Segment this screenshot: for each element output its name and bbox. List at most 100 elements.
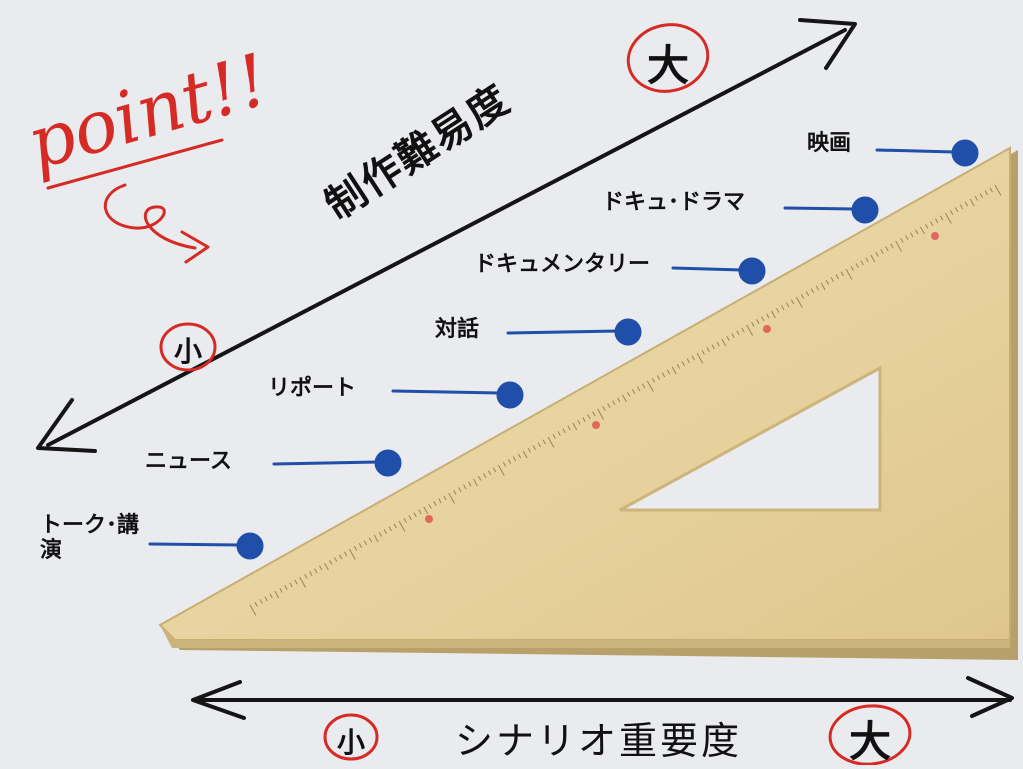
marker-documentary [738, 257, 766, 285]
ruler-tick [438, 498, 442, 504]
ruler-tick [641, 383, 646, 389]
ruler-tick [865, 257, 869, 263]
ruler-tick [299, 576, 306, 588]
ruler-tick [900, 237, 904, 243]
ruler-tick [473, 478, 478, 487]
ruler-ticks [249, 184, 1002, 616]
genre-label-dialogue: 対話 [435, 317, 480, 342]
ruler-tick [254, 601, 258, 607]
scenario-high-label: 大 [848, 717, 891, 766]
ruler-tick [507, 459, 512, 465]
ruler-tick [746, 324, 753, 336]
ruler-tick [845, 268, 853, 280]
marker-movie [951, 139, 979, 167]
ruler-tick [264, 596, 268, 602]
ruler-tick [974, 195, 979, 201]
ruler-tick [403, 517, 407, 523]
ruler-dot [931, 232, 939, 240]
difficulty-low-label: 小 [173, 335, 202, 368]
ruler-tick [602, 405, 606, 411]
ruler-tick [751, 321, 755, 327]
ruler-tick [910, 232, 914, 238]
ruler-tick [721, 338, 727, 347]
ruler-tick [959, 204, 964, 210]
ruler-tick [870, 254, 876, 263]
ruler-tick [378, 531, 383, 537]
ruler-tick [954, 207, 959, 213]
ruler-tick [726, 335, 730, 341]
ruler-tick [587, 414, 591, 420]
ruler-tick [463, 484, 467, 490]
leader-line-dialogue [506, 329, 620, 335]
ruler-tick [964, 201, 969, 207]
ruler-tick [428, 503, 432, 509]
ruler-tick [502, 461, 507, 467]
leader-line-docudrama [783, 206, 857, 211]
ruler-tick [383, 529, 387, 535]
ruler-tick [785, 302, 790, 308]
ruler-tick [413, 512, 417, 518]
red-swirl-arrow-icon [103, 183, 197, 250]
ruler-tick [517, 453, 522, 459]
ruler-tick [676, 363, 681, 369]
difficulty-high-label: 大 [646, 41, 689, 90]
ruler-tick [274, 590, 280, 599]
ruler-tick [736, 330, 740, 336]
ruler-tick [636, 386, 641, 392]
ruler-tick [572, 422, 578, 431]
ruler-tick [651, 377, 656, 383]
ruler-tick [885, 246, 889, 252]
ruler-tick [915, 229, 919, 235]
ruler-tick [562, 428, 566, 434]
ruler-tick [537, 442, 541, 448]
ruler-tick [557, 431, 561, 437]
ruler-tick [577, 419, 581, 425]
ruler-tick [666, 369, 671, 375]
ruler-tick [850, 265, 854, 271]
ruler-tick [686, 358, 690, 364]
ruler-tick [289, 582, 293, 588]
ruler-tick [905, 235, 909, 241]
ruler-tick [348, 548, 356, 560]
ruler-tick [741, 327, 745, 333]
leader-line-documentary [671, 266, 744, 272]
ruler-tick [890, 243, 894, 249]
ruler-tick [309, 571, 313, 577]
ruler-tick [373, 534, 379, 543]
ruler-tick [468, 481, 472, 487]
scenario-axis-title: シナリオ重要度 [455, 719, 743, 763]
ruler-tick [567, 425, 571, 431]
ruler-tick [810, 288, 815, 294]
marker-docudrama [851, 196, 879, 224]
ruler-tick [661, 372, 666, 378]
ruler-tick [329, 559, 333, 565]
high-difficulty-circle [626, 23, 710, 93]
ruler-tick [294, 579, 298, 585]
ruler-tick [512, 456, 517, 462]
ruler-tick [820, 282, 826, 291]
ruler-tick [800, 293, 805, 299]
ruler-tick [925, 223, 929, 229]
ruler-tick [929, 221, 934, 227]
ruler-tick [363, 540, 368, 546]
ruler-tick [368, 537, 373, 543]
point-underline [46, 138, 224, 190]
ruler-tick [542, 439, 546, 445]
marker-report [496, 381, 524, 409]
ruler-tick [934, 218, 939, 224]
ruler-tick [731, 333, 735, 339]
ruler-tick [617, 397, 621, 403]
ruler-tick [532, 445, 536, 451]
genre-label-docudrama: ドキュ･ドラマ [602, 190, 746, 215]
ruler-tick [875, 251, 879, 257]
scenario-low-label: 小 [336, 726, 365, 759]
ruler-tick [353, 545, 358, 551]
ruler-tick [408, 515, 412, 521]
ruler-tick [984, 190, 988, 196]
set-square-hole [619, 365, 882, 512]
ruler-tick [855, 263, 859, 269]
ruler-tick [671, 366, 677, 375]
ruler-tick [766, 313, 770, 319]
genre-label-talk: トーク･講演 [40, 513, 140, 564]
ruler-tick [627, 391, 631, 397]
